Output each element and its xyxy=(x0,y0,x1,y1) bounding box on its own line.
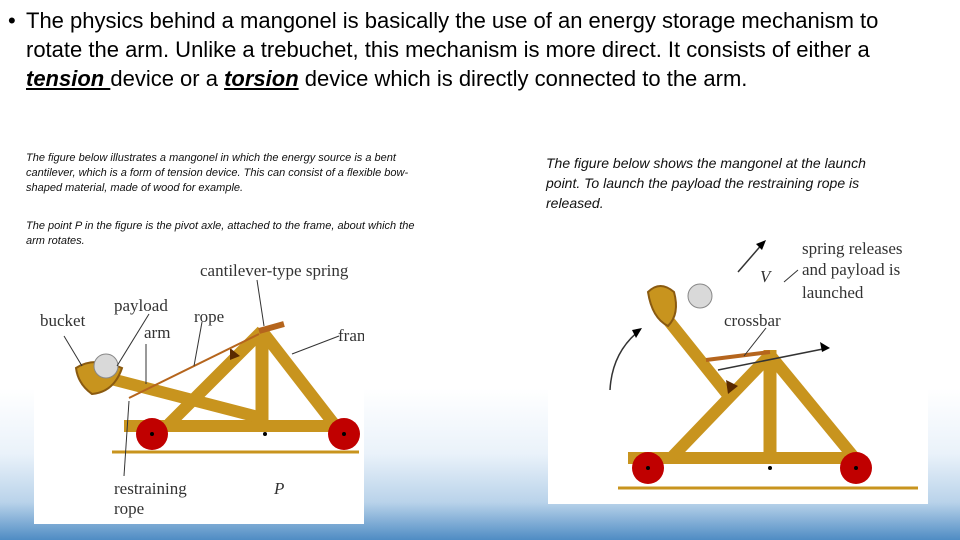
frame-left-leg xyxy=(164,326,267,429)
frame-pointer xyxy=(291,335,340,355)
label-release-3: launched xyxy=(802,283,864,302)
crossbar-line xyxy=(705,350,771,362)
label-rope: rope xyxy=(194,307,224,326)
throwing-arm xyxy=(90,368,264,424)
spring-pointer xyxy=(256,279,265,327)
bucket-pointer xyxy=(63,335,83,367)
keyword-tension: tension xyxy=(26,66,111,91)
restraining-pointer xyxy=(123,400,130,477)
keyword-torsion: torsion xyxy=(224,66,299,91)
mangonel-diagram-rest: cantilever-type spring payload rope buck… xyxy=(34,256,378,524)
wheel-left-hub xyxy=(150,432,154,436)
spring-joint-2 xyxy=(726,380,738,394)
trajectory-line xyxy=(717,347,829,371)
wheel-right-hub-2 xyxy=(854,466,858,470)
label-velocity: V xyxy=(760,267,773,286)
spring-joint xyxy=(230,348,240,360)
pivot-point xyxy=(263,432,267,436)
label-release-2: and payload is xyxy=(802,260,900,279)
label-pivot: P xyxy=(273,479,284,498)
label-restraining-1: restraining xyxy=(114,479,187,498)
left-caption-cantilever: The figure below illustrates a mangonel … xyxy=(26,152,409,194)
wheel-left-hub-2 xyxy=(646,466,650,470)
label-payload: payload xyxy=(114,296,168,315)
label-arm: arm xyxy=(144,323,170,342)
payload-ball-launched xyxy=(687,283,713,309)
payload-pointer xyxy=(116,313,150,367)
cantilever-spring xyxy=(258,321,285,334)
trajectory-arrowhead xyxy=(820,342,830,352)
label-bucket: bucket xyxy=(40,311,86,330)
bullet-marker: • xyxy=(8,8,16,33)
right-caption-launch: The figure below shows the mangonel at t… xyxy=(546,155,866,211)
mangonel-rest-svg: cantilever-type spring payload rope buck… xyxy=(40,261,378,518)
label-restraining-2: rope xyxy=(114,499,144,518)
frame-left-leg-2 xyxy=(668,350,775,461)
left-caption-pivot: The point P in the figure is the pivot a… xyxy=(26,220,415,247)
label-spring: cantilever-type spring xyxy=(200,261,349,280)
mangonel-launch-svg: spring releases and payload is launched … xyxy=(609,239,918,490)
label-frame: frame xyxy=(338,326,364,345)
label-crossbar: crossbar xyxy=(724,311,781,330)
wheel-right-hub xyxy=(342,432,346,436)
frame-right-leg xyxy=(257,327,339,428)
rotation-arrowhead xyxy=(632,328,642,338)
payload-ball xyxy=(93,353,119,379)
frame-right-leg-2 xyxy=(765,351,858,460)
velocity-arrowhead xyxy=(756,240,766,250)
pivot-point-2 xyxy=(768,466,772,470)
crossbar-pointer xyxy=(743,327,767,357)
rope-pointer xyxy=(193,321,203,367)
rotation-arrow xyxy=(609,329,641,391)
throwing-arm-raised xyxy=(663,316,733,399)
release-pointer xyxy=(783,269,799,283)
mangonel-diagram-launch: spring releases and payload is launched … xyxy=(548,230,928,504)
label-release-1: spring releases xyxy=(802,239,903,258)
bullet-text: The physics behind a mangonel is basical… xyxy=(26,8,879,91)
bullet-paragraph: • The physics behind a mangonel is basic… xyxy=(8,6,938,93)
bucket-shape-2 xyxy=(646,285,677,328)
